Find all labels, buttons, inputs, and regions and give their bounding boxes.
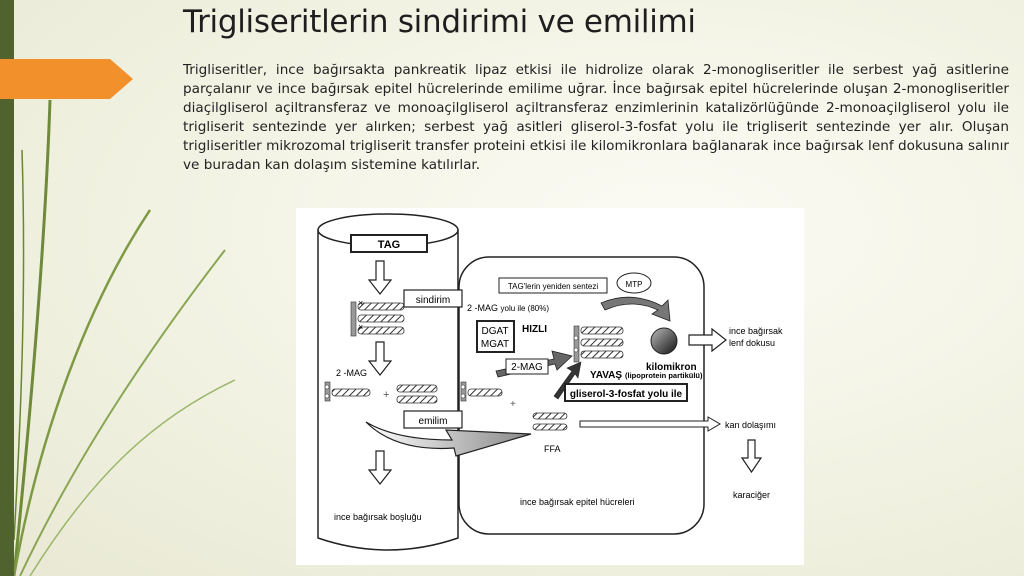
plus-cell: + [510, 399, 516, 410]
emilim-label: emilim [419, 416, 448, 427]
absorption-arrow [365, 421, 532, 457]
down-arrow-3 [367, 450, 393, 485]
dgat-label: DGAT [481, 326, 508, 337]
mgat-label: MGAT [481, 339, 509, 350]
lipoprotein-label: (lipoprotein partikülü) [625, 371, 703, 380]
title-arrow-marker [0, 59, 133, 99]
digestion-diagram-svg: TAG × × sindirim 2 -MAG + [317, 213, 783, 551]
lumen-cylinder [317, 213, 459, 551]
down-arrow-1 [367, 260, 393, 295]
lymph-label-line1: ince bağırsak [729, 326, 783, 336]
sindirim-label: sindirim [416, 295, 450, 306]
digestion-diagram: TAG × × sindirim 2 -MAG + [296, 208, 804, 565]
ffa-molecules-cell [532, 412, 568, 431]
blood-arrow [579, 416, 721, 432]
emilim-box [403, 410, 463, 429]
left-accent-bar [0, 0, 14, 576]
epithelial-cell [458, 256, 705, 535]
lymph-label-line2: lenf dokusu [729, 338, 775, 348]
svg-text:×: × [358, 322, 363, 332]
chylomicron-ball [650, 327, 678, 355]
tag-box [350, 234, 428, 253]
epithel-label: ince bağırsak epitel hücreleri [520, 497, 635, 507]
tag-molecule-cell [573, 325, 624, 363]
plus-lumen: + [383, 389, 389, 401]
liver-label: karaciğer [733, 490, 770, 500]
decorative-lines [12, 99, 236, 576]
ffa-label: FFA [544, 444, 561, 454]
lymph-arrow [688, 327, 727, 353]
blood-label: kan dolaşımı [725, 420, 776, 430]
hizli-label: HIZLI [522, 324, 547, 335]
slide-title: Trigliseritlerin sindirimi ve emilimi [183, 4, 696, 40]
mtp-label: MTP [626, 280, 643, 289]
mtp-curved-arrow [600, 296, 671, 322]
g3p-box [564, 383, 688, 402]
mag-label-lumen: 2 -MAG [336, 368, 367, 378]
liver-arrow [740, 439, 763, 474]
resynthesis-label: TAG'lerin yeniden sentezi [508, 282, 599, 291]
mag-molecule-cell [460, 381, 503, 402]
tag-molecule-lumen: × × [350, 298, 405, 337]
sindirim-box [403, 289, 463, 308]
g3p-up-arrow [553, 361, 582, 400]
slide-paragraph: Trigliseritler, ince bağırsakta pankreat… [183, 62, 1009, 173]
resynthesis-box [498, 277, 608, 294]
kilomikron-label: kilomikron [646, 362, 697, 373]
down-arrow-2 [367, 341, 393, 376]
mag-up-arrow: 2-MAG [495, 350, 573, 378]
mag-pathway-label: 2 -MAG yolu ile (80%) [467, 303, 549, 313]
enzyme-box [476, 320, 515, 353]
mtp-ellipse [616, 272, 652, 294]
ffa-molecules-lumen [396, 384, 438, 404]
g3p-label: gliserol-3-fosfat yolu ile [570, 389, 683, 400]
lumen-label: ince bağırsak boşluğu [334, 512, 422, 522]
mag-arrow-label: 2-MAG [511, 362, 543, 373]
yavas-label: YAVAŞ [590, 370, 622, 381]
svg-text:×: × [358, 298, 363, 308]
tag-label: TAG [378, 239, 400, 251]
mag-molecule-lumen [324, 381, 371, 402]
